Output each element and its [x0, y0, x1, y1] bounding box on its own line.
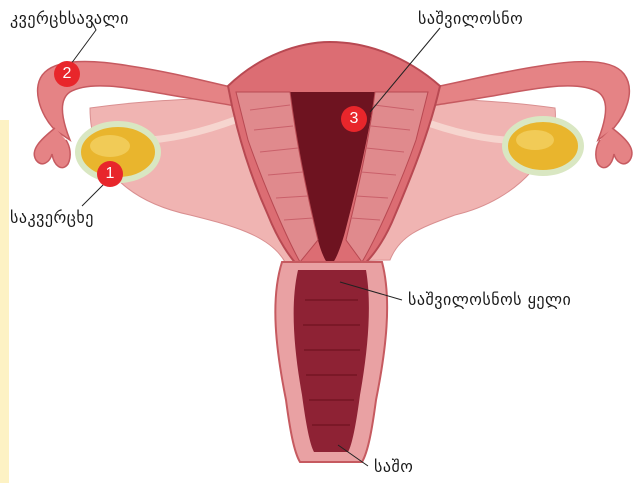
badge-fallopian-tube: 2 [54, 61, 80, 87]
label-ovary: საკვერცხე [10, 209, 94, 227]
label-fallopian-tube: კვერცხსავალი [10, 10, 129, 28]
label-uterus: საშვილოსნო [418, 10, 523, 28]
label-vagina: საშო [374, 458, 413, 476]
badge-uterus: 3 [341, 106, 367, 132]
right-ovary-highlight [516, 130, 554, 150]
badge-ovary: 1 [97, 161, 123, 187]
left-ovary-highlight [90, 135, 130, 157]
label-cervix: საშვილოსნოს ყელი [408, 291, 571, 309]
